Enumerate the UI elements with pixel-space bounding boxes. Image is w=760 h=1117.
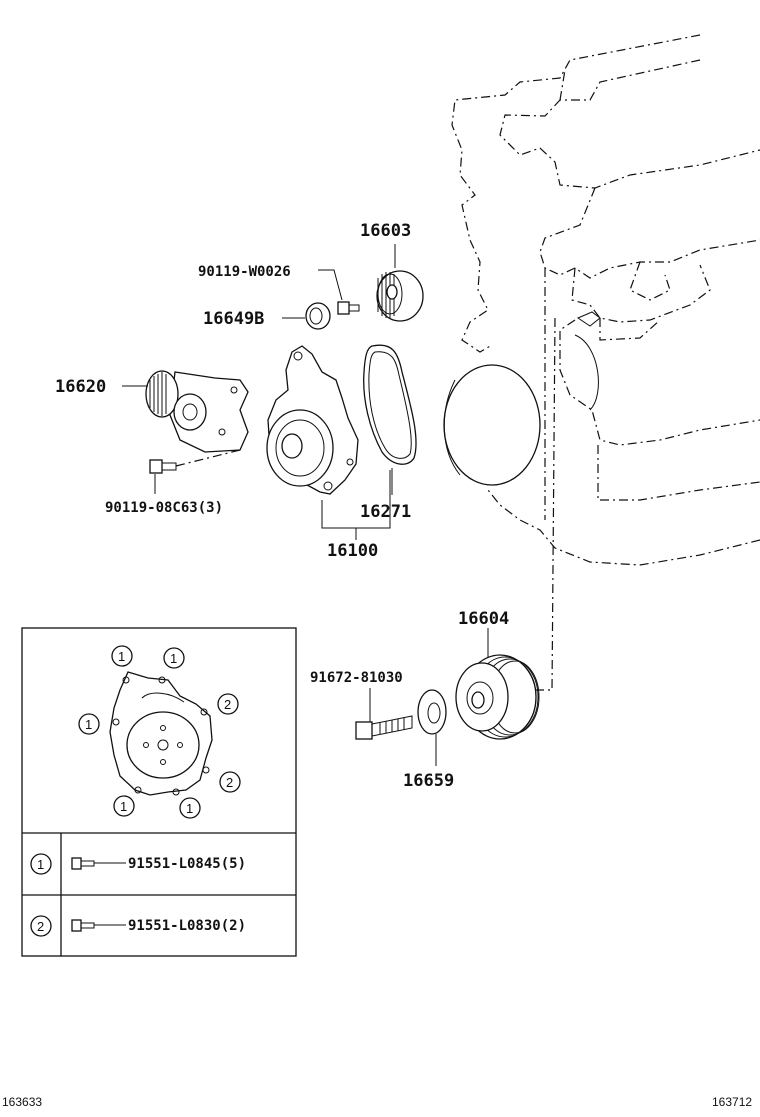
- footer-code-left: 163633: [2, 1095, 42, 1109]
- label-16649b: 16649B: [203, 309, 264, 329]
- bolt-icon: [71, 857, 95, 870]
- legend-part-2: 91551-L0830(2): [128, 918, 246, 934]
- engine-block-outline: [451, 34, 760, 691]
- callout-1-bottom-left: 1: [113, 795, 135, 817]
- callout-1-top-right: 1: [163, 647, 185, 669]
- legend-row-2: 2 91551-L0830(2): [30, 915, 246, 937]
- gasket-16271: [363, 344, 417, 465]
- label-16659: 16659: [403, 771, 454, 791]
- svg-text:1: 1: [118, 649, 125, 664]
- crank-pulley-16604: [455, 654, 540, 740]
- callout-1-top-left: 1: [111, 645, 133, 667]
- svg-text:1: 1: [85, 717, 92, 732]
- belt-tensioner-16620: [145, 370, 249, 453]
- svg-text:1: 1: [120, 799, 127, 814]
- inset-frame: [21, 627, 297, 957]
- svg-text:1: 1: [170, 651, 177, 666]
- svg-text:2: 2: [226, 775, 233, 790]
- label-16100: 16100: [327, 541, 378, 561]
- callout-2-right-bottom: 2: [219, 771, 241, 793]
- idler-pulley-16603: [376, 270, 424, 322]
- leader-90119-w0026: [318, 269, 343, 301]
- legend-marker-1: 1: [37, 857, 44, 872]
- bolt-90119-08c63: [149, 459, 177, 474]
- legend-marker-2: 2: [37, 919, 44, 934]
- callout-2-right-top: 2: [217, 693, 239, 715]
- washer-16659: [417, 689, 447, 735]
- water-pump-16100: [266, 345, 359, 495]
- label-90119-08c63: 90119-08C63(3): [105, 500, 223, 516]
- footer-code-right: 163712: [712, 1095, 752, 1109]
- label-16604: 16604: [458, 609, 509, 629]
- legend-part-1: 91551-L0845(5): [128, 856, 246, 872]
- label-16271: 16271: [360, 502, 411, 522]
- legend-row-1: 1 91551-L0845(5): [30, 853, 246, 875]
- bolt-90119-w0026: [337, 301, 360, 315]
- label-91672-81030: 91672-81030: [310, 670, 403, 686]
- bolt-axis-90119-08c63: [175, 449, 241, 467]
- bolt-pattern-inset: 1 1 1 1 1 2 2 1: [21, 627, 297, 957]
- label-90119-w0026: 90119-W0026: [198, 264, 291, 280]
- bolt-91672-81030: [355, 715, 413, 740]
- cover-16649b: [305, 302, 331, 330]
- svg-text:2: 2: [224, 697, 231, 712]
- callout-1-bottom-right: 1: [179, 797, 201, 819]
- label-16603: 16603: [360, 221, 411, 241]
- engine-pulley-boss: [443, 364, 541, 486]
- svg-text:1: 1: [186, 801, 193, 816]
- callout-1-left: 1: [78, 713, 100, 735]
- label-16620: 16620: [55, 377, 106, 397]
- bolt-icon: [71, 919, 95, 932]
- inset-pump-flange: [109, 671, 213, 796]
